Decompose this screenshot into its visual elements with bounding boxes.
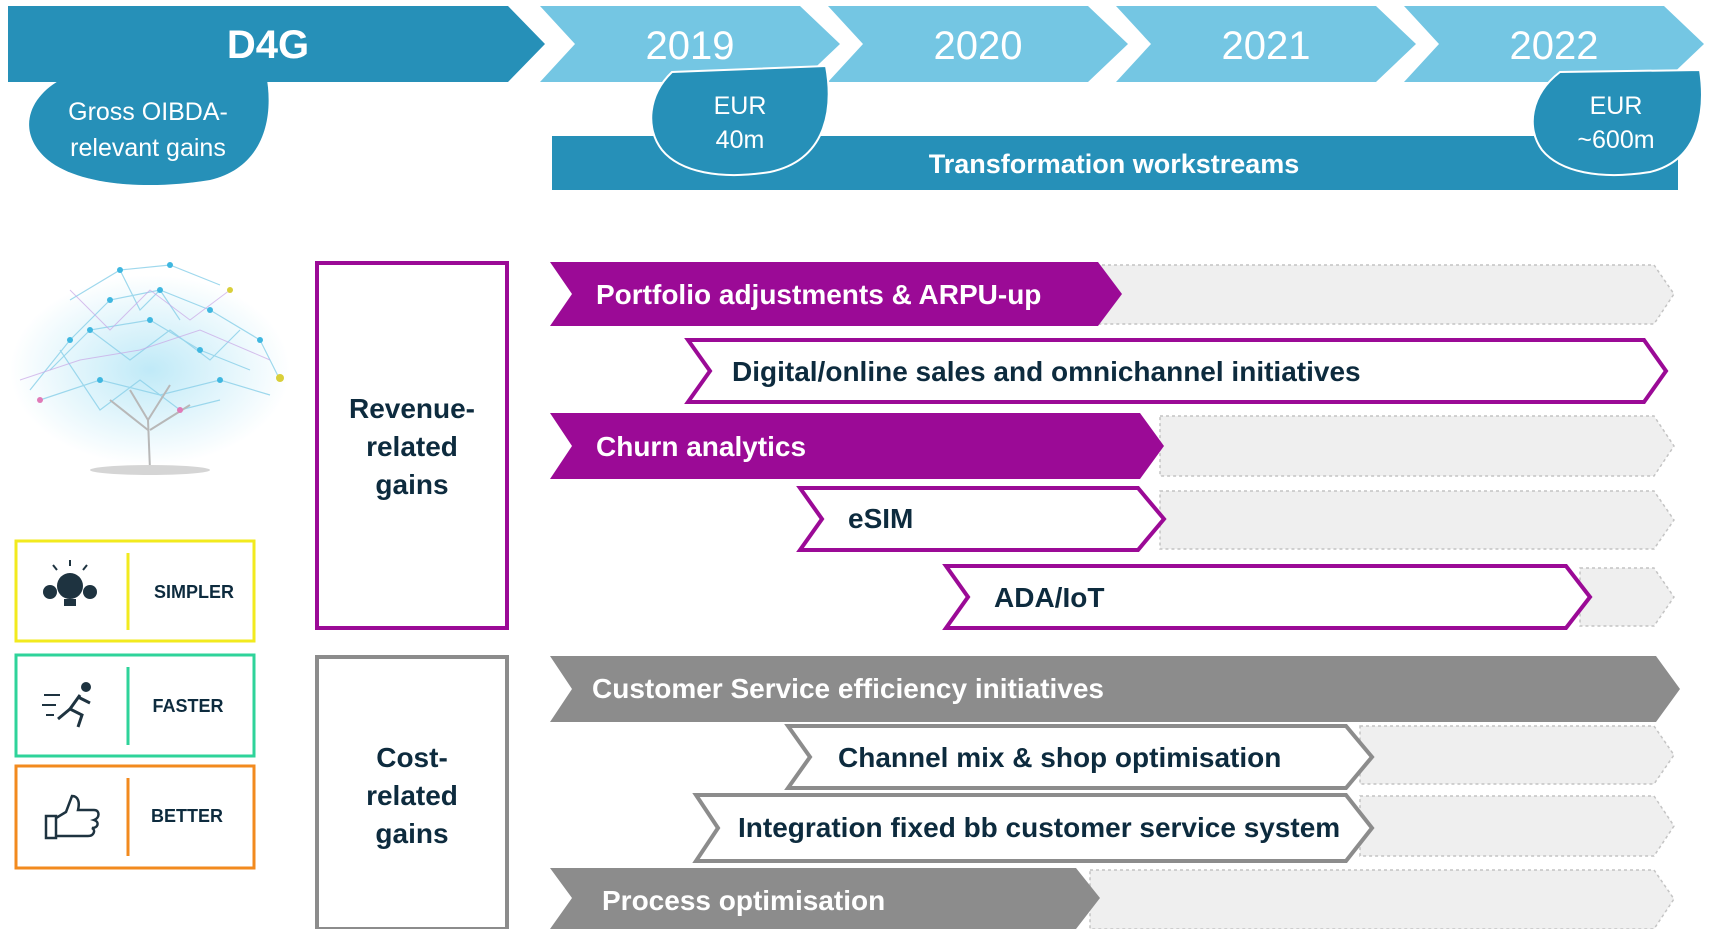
track-esim bbox=[1159, 490, 1675, 550]
thumbs-up-icon bbox=[44, 794, 100, 840]
d4g-label: D4G bbox=[227, 23, 309, 67]
workstream-portfolio-label: Portfolio adjustments & ARPU-up bbox=[596, 279, 1041, 310]
track-churn bbox=[1159, 415, 1675, 477]
year-chevron-2022 bbox=[1404, 6, 1704, 82]
workstream-ada-label: ADA/IoT bbox=[994, 582, 1104, 613]
d4g-chevron bbox=[8, 6, 545, 82]
workstream-channel-label: Channel mix & shop optimisation bbox=[838, 742, 1281, 773]
workstream-churn: Churn analytics bbox=[550, 413, 1164, 479]
track-process bbox=[1089, 869, 1675, 929]
end-value-bubble: EUR ~600m bbox=[1531, 68, 1703, 177]
workstream-process: Process optimisation bbox=[550, 868, 1100, 929]
year-chevron-2020 bbox=[828, 6, 1128, 82]
pillar-simpler-label: SIMPLER bbox=[154, 582, 234, 602]
year-label-2020: 2020 bbox=[934, 24, 1023, 68]
timeline-header: D4G 2019 2020 2021 2022 bbox=[8, 6, 1704, 82]
gross-oibda-bubble: Gross OIBDA- relevant gains bbox=[29, 74, 269, 186]
workstream-process-label: Process optimisation bbox=[602, 885, 885, 916]
cost-group-label-line1: Cost- bbox=[376, 742, 448, 773]
gross-oibda-label-line1: Gross OIBDA- bbox=[68, 98, 228, 126]
year-chevron-2021 bbox=[1116, 6, 1416, 82]
gross-oibda-label-line2: relevant gains bbox=[70, 134, 226, 162]
track-integration bbox=[1359, 795, 1675, 857]
workstream-integration-label: Integration fixed bb customer service sy… bbox=[738, 812, 1340, 843]
workstream-digital-label: Digital/online sales and omnichannel ini… bbox=[732, 356, 1361, 387]
track-portfolio bbox=[1089, 264, 1675, 325]
workstream-channel: Channel mix & shop optimisation bbox=[784, 724, 1375, 790]
workstream-esim-label: eSIM bbox=[848, 503, 913, 534]
revenue-group-label-line2: related bbox=[366, 431, 458, 462]
workstream-integration: Integration fixed bb customer service sy… bbox=[692, 793, 1375, 863]
year-label-2019: 2019 bbox=[646, 24, 735, 68]
workstream-customer: Customer Service efficiency initiatives bbox=[550, 656, 1680, 722]
network-tree-illustration bbox=[10, 262, 290, 475]
pillar-faster-label: FASTER bbox=[152, 696, 223, 716]
end-value-line2: ~600m bbox=[1577, 126, 1654, 154]
pillar-simpler: SIMPLER bbox=[14, 539, 256, 643]
end-value-line1: EUR bbox=[1590, 92, 1643, 120]
pillar-better: BETTER bbox=[14, 764, 256, 870]
start-value-line1: EUR bbox=[714, 92, 767, 120]
cost-group-label-line2: related bbox=[366, 780, 458, 811]
year-chevron-2019 bbox=[540, 6, 840, 82]
revenue-group-label-line1: Revenue- bbox=[349, 393, 475, 424]
track-channel bbox=[1359, 725, 1675, 785]
pillar-faster: FASTER bbox=[14, 653, 256, 758]
track-ada bbox=[1579, 567, 1675, 627]
cost-group-box: Cost- related gains bbox=[315, 655, 509, 929]
workstream-digital: Digital/online sales and omnichannel ini… bbox=[684, 338, 1669, 404]
year-label-2022: 2022 bbox=[1510, 24, 1599, 68]
revenue-group-box: Revenue- related gains bbox=[315, 261, 509, 630]
year-label-2021: 2021 bbox=[1222, 24, 1311, 68]
workstream-esim: eSIM bbox=[796, 486, 1167, 552]
workstream-customer-label: Customer Service efficiency initiatives bbox=[592, 673, 1104, 704]
revenue-group-label-line3: gains bbox=[375, 469, 448, 500]
workstream-churn-label: Churn analytics bbox=[596, 431, 806, 462]
lightbulb-icon bbox=[43, 560, 97, 606]
workstream-portfolio: Portfolio adjustments & ARPU-up bbox=[550, 262, 1122, 326]
cost-group-label-line3: gains bbox=[375, 818, 448, 849]
runner-icon bbox=[42, 682, 91, 728]
start-value-line2: 40m bbox=[716, 126, 765, 154]
pillar-better-label: BETTER bbox=[151, 806, 223, 826]
start-value-bubble: EUR 40m bbox=[650, 64, 830, 177]
workstream-ada: ADA/IoT bbox=[942, 564, 1593, 630]
transformation-workstreams-label: Transformation workstreams bbox=[929, 149, 1300, 179]
